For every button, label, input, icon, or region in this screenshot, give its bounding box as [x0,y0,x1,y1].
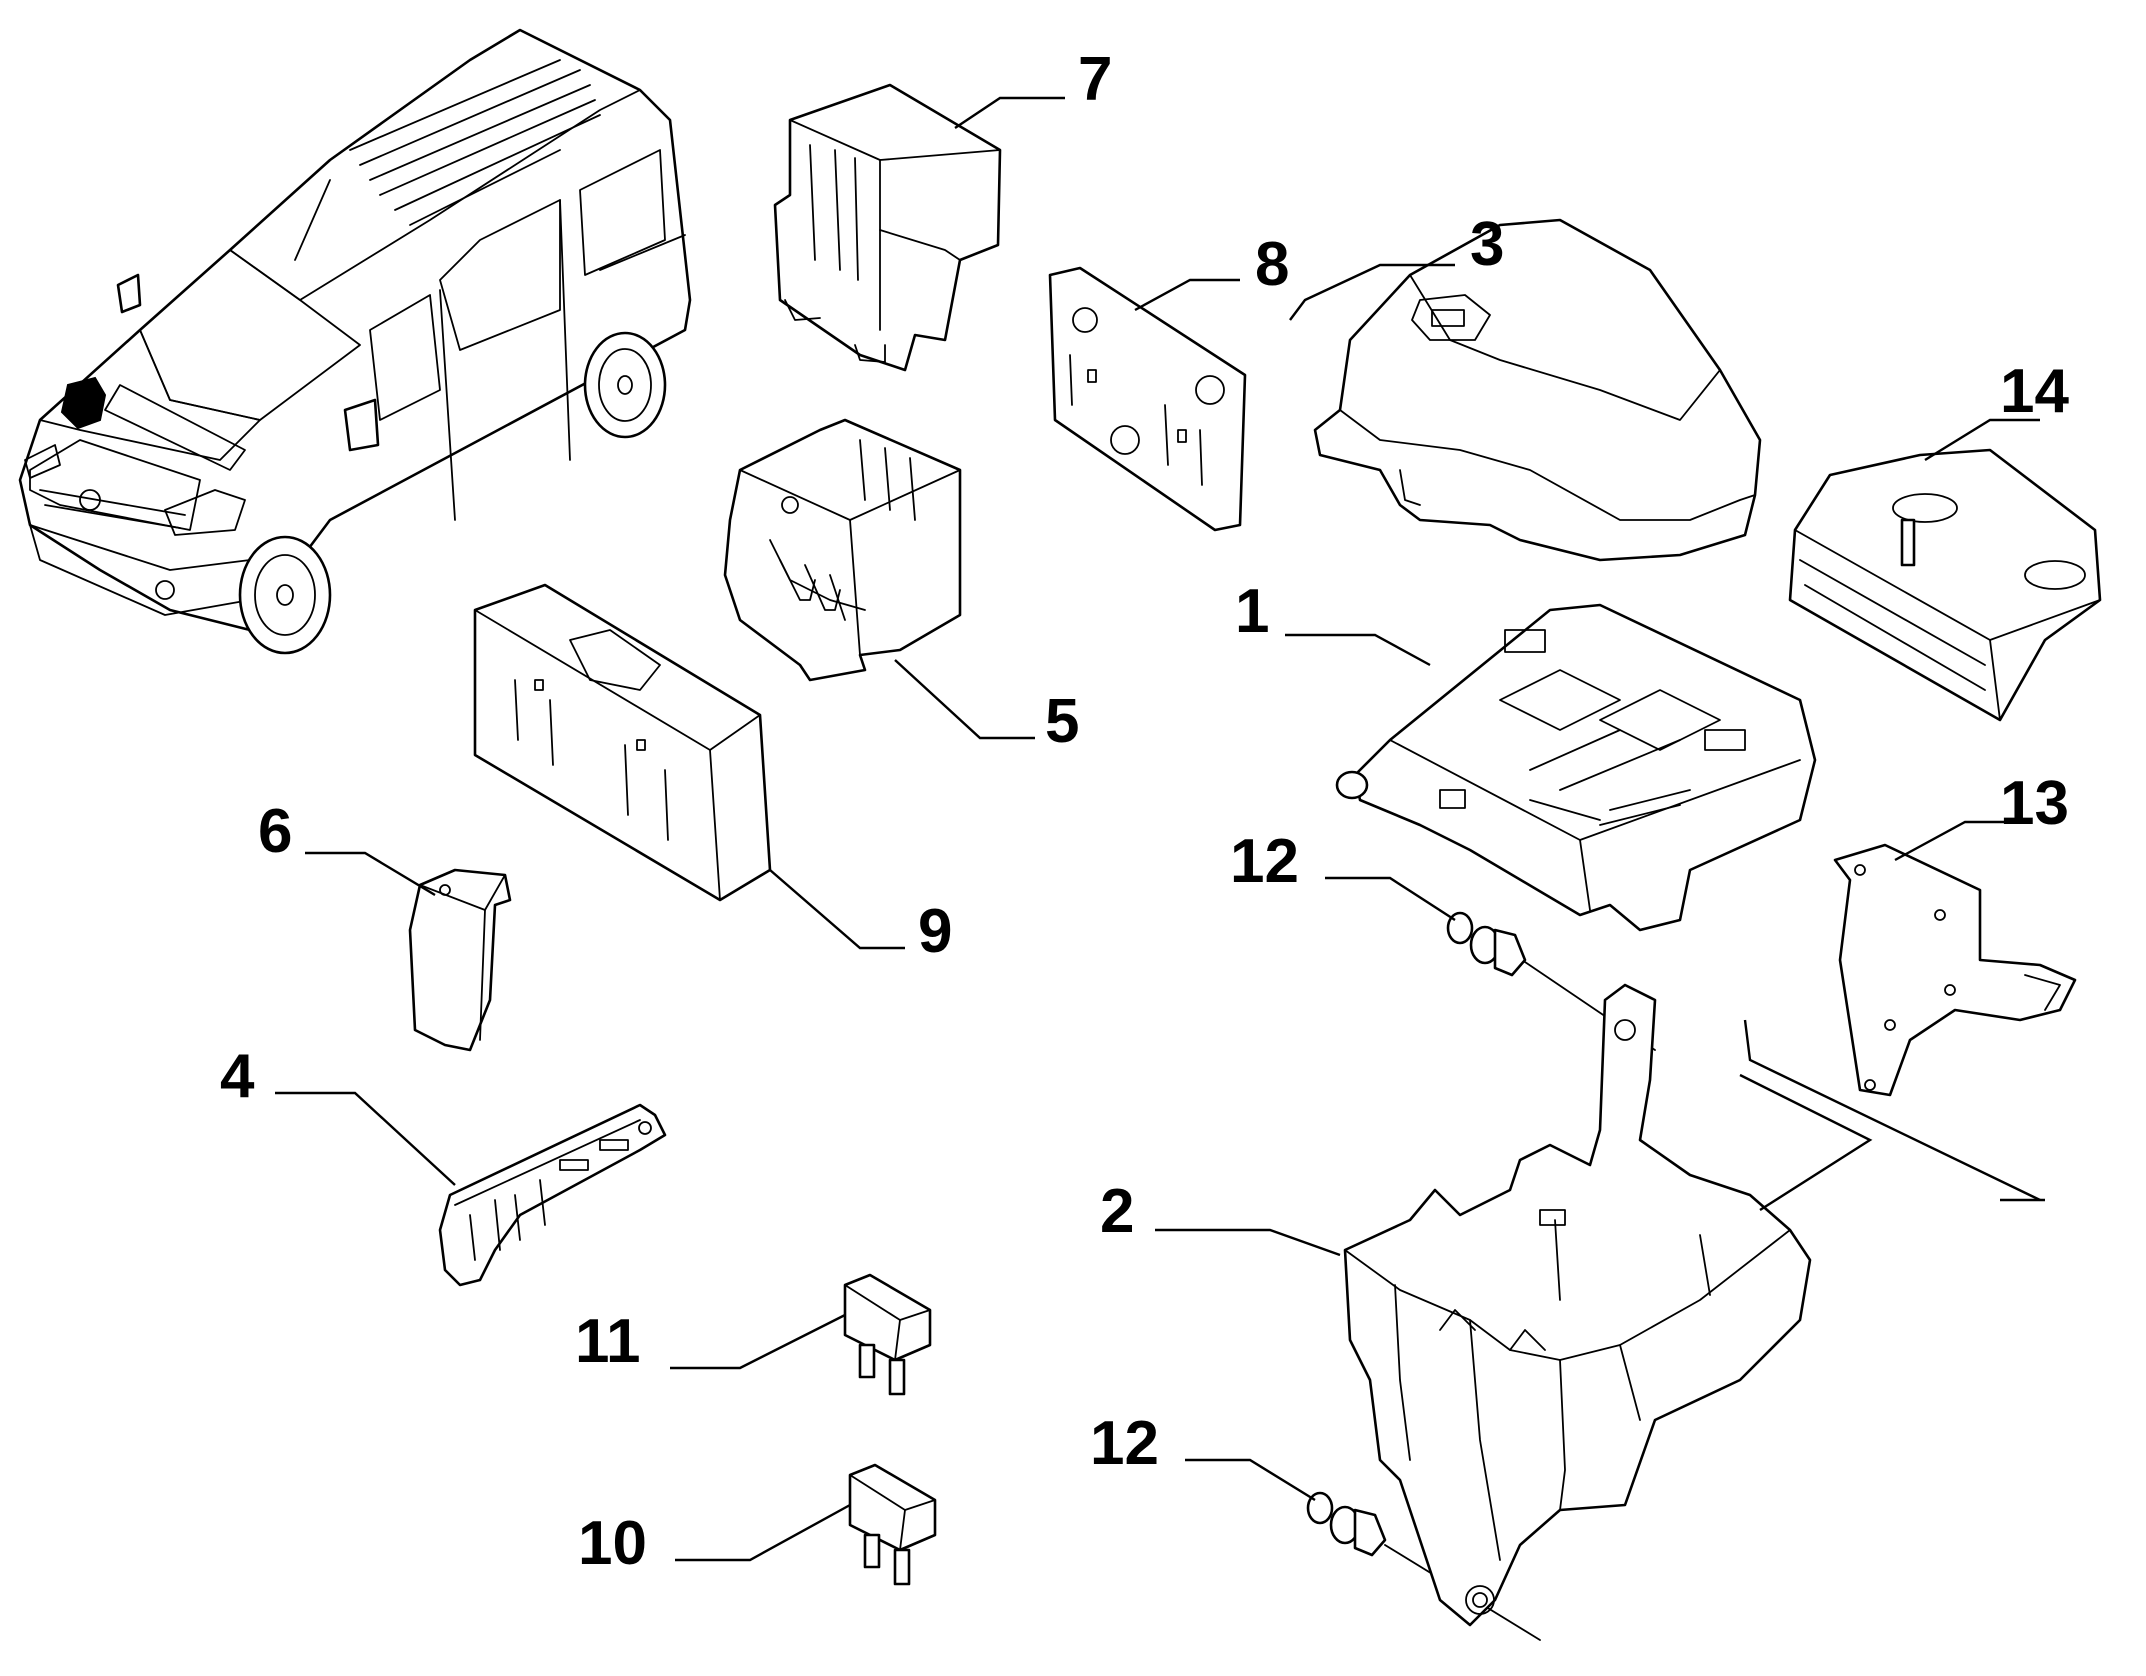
callout-labels: 7 8 3 14 1 5 9 6 4 11 10 12 12 2 13 [220,45,2069,1578]
leader-12a [1325,876,1456,922]
leader-9 [769,869,905,950]
vehicle-illustration [18,28,692,655]
part-13-bracket [1833,843,2077,1097]
callout-2: 2 [1100,1177,1134,1246]
leader-lines [275,96,2040,1562]
callout-13-extension [1743,1019,2041,1202]
leader-13 [1894,820,2020,862]
part-6-cover-clip [408,868,512,1052]
leader-10 [675,1503,851,1562]
part-7-cover [773,83,1002,372]
part-3-lid [1313,218,1762,562]
part-8-plate [1048,266,1247,532]
callout-12-upper: 12 [1230,827,1299,896]
callout-10: 10 [578,1509,647,1578]
part-1-control-unit [1335,603,1817,932]
part-11-fuse [843,1273,932,1396]
callout-13: 13 [2000,769,2069,838]
leader-14 [1924,418,2040,462]
callout-9: 9 [918,897,952,966]
callout-4: 4 [220,1042,255,1111]
callout-6: 6 [258,797,292,866]
callout-2-extension [1739,1073,1873,1212]
part-10-fuse [848,1463,937,1586]
callout-12-lower: 12 [1090,1409,1159,1478]
leader-1 [1285,633,1431,667]
leader-4 [275,1091,456,1186]
leader-8 [1134,278,1240,312]
callout-8: 8 [1255,230,1289,299]
leader-3 [1289,263,1455,321]
part-9-module [473,583,772,902]
callout-3: 3 [1470,210,1504,279]
part-14-connector-block [1788,448,2102,722]
leader-5 [894,659,1035,740]
part-2-tray [1343,983,1812,1627]
callout-5: 5 [1045,687,1079,756]
callout-7: 7 [1078,45,1112,114]
callout-1: 1 [1235,577,1269,646]
leader-6 [305,851,436,897]
part-5-fuse-frame [723,418,962,682]
callout-14: 14 [2000,357,2069,426]
leader-12b [1185,1458,1316,1502]
part-4-fuse-strip [438,1103,667,1287]
leader-7 [954,96,1065,129]
leader-2 [1155,1228,1341,1257]
leader-11 [670,1313,846,1370]
callout-11: 11 [575,1307,641,1376]
